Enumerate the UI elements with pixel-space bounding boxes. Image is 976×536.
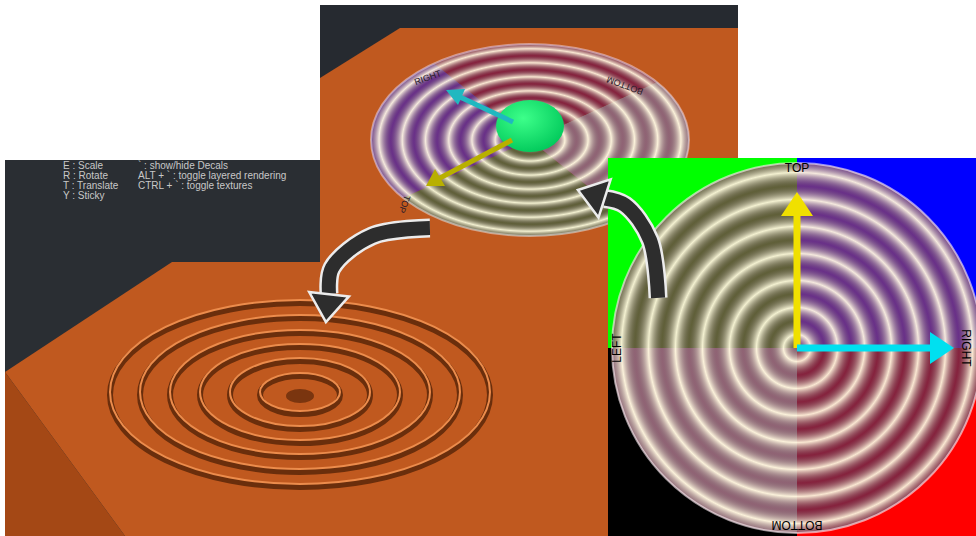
ring-groove (170, 333, 430, 457)
center-dent (286, 389, 314, 403)
curved-arrow (578, 179, 658, 297)
decal-texture (608, 158, 976, 536)
shortcut-hint: T : Translate (63, 181, 118, 191)
ring-highlight (260, 373, 340, 411)
direction-label: TOP (397, 194, 412, 214)
displaced-render: E : ScaleR : RotateT : TranslateY : Stic… (5, 160, 660, 536)
texture-disc (612, 163, 976, 533)
ring-groove (110, 303, 490, 487)
shortcut-hint: CTRL + ` : toggle textures (138, 181, 252, 191)
ring-groove (140, 318, 460, 472)
arrow-body (329, 228, 430, 294)
embossed-rings (110, 300, 490, 487)
shortcut-hint: ` : show/hide Decals (138, 161, 228, 171)
arrow-head (578, 179, 611, 217)
arrow-outline (329, 228, 430, 294)
direction-label: LEFT (611, 333, 623, 362)
ring-highlight (110, 300, 490, 484)
shortcut-hint: R : Rotate (63, 171, 108, 181)
ring-highlight (230, 358, 370, 426)
ring-highlight (140, 315, 460, 469)
box-top-face (5, 262, 660, 536)
curved-arrow (309, 228, 430, 322)
top-axis (794, 212, 801, 348)
arrow-head (309, 292, 349, 322)
arrow-body (605, 198, 658, 297)
ring-groove (260, 376, 340, 414)
right-axis (460, 97, 513, 122)
direction-label: RIGHT (960, 329, 972, 366)
ring-groove (200, 347, 400, 443)
top-axis-head (781, 192, 813, 216)
ring-highlight (170, 330, 430, 454)
box-side-face (5, 372, 125, 536)
ring-highlight (200, 344, 400, 440)
top-axis-head (426, 169, 445, 186)
shortcut-hint: E : Scale (63, 161, 103, 171)
direction-label: BOTTOM (605, 74, 644, 96)
right-axis (797, 345, 933, 352)
right-axis-head (446, 89, 465, 105)
direction-label: RIGHT (413, 69, 442, 87)
top-axis (440, 140, 512, 178)
direction-label: BOTTOM (771, 519, 822, 531)
direction-label: TOP (785, 162, 809, 174)
shortcut-hint: Y : Sticky (63, 191, 105, 201)
ring-groove (230, 361, 370, 429)
decal-texture: TOP RIGHT LEFT BOTTOM (608, 158, 976, 536)
arrow-outline (605, 198, 658, 297)
right-axis-head (930, 332, 954, 364)
disc-rim (612, 163, 976, 533)
shortcut-hint: ALT + ` : toggle layered rendering (138, 171, 286, 181)
scene-render: RIGHT BOTTOM TOP (320, 5, 738, 300)
